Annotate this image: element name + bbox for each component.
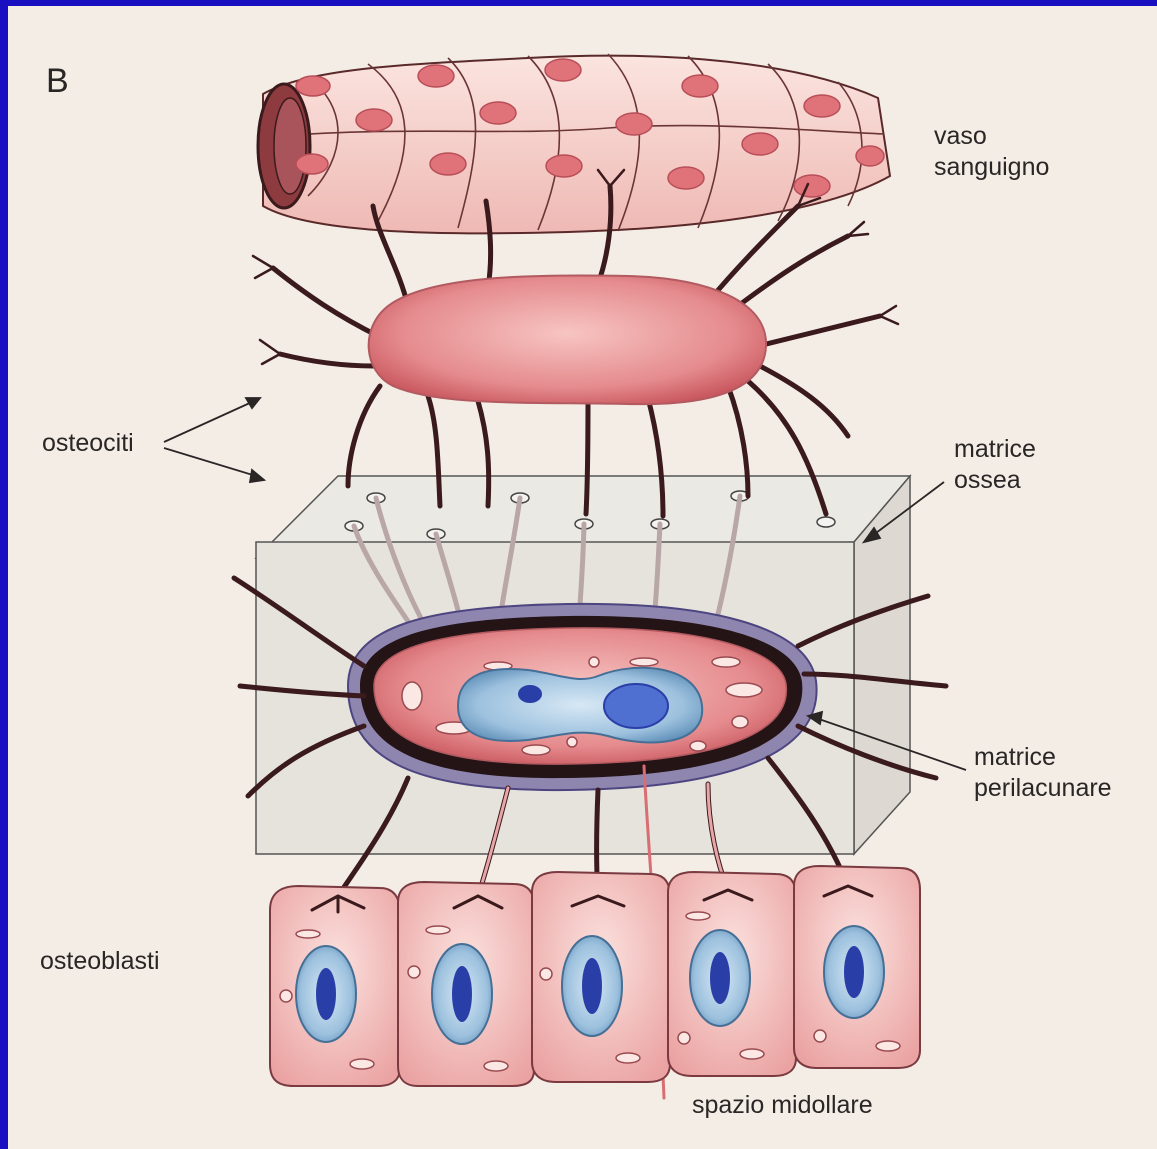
label-matrice-perilacunare: matrice perilacunare bbox=[974, 742, 1112, 805]
label-osteoblasti: osteoblasti bbox=[40, 946, 160, 977]
label-matrice-ossea: matrice ossea bbox=[954, 434, 1036, 497]
figure-letter: B bbox=[46, 60, 69, 103]
label-spazio-midollare: spazio midollare bbox=[692, 1090, 873, 1121]
label-vaso-sanguigno: vaso sanguigno bbox=[934, 121, 1049, 184]
figure-panel: B vaso sanguigno osteociti matrice ossea… bbox=[8, 6, 1157, 1149]
label-osteociti: osteociti bbox=[42, 428, 134, 459]
osteoblast-layer bbox=[270, 866, 920, 1086]
